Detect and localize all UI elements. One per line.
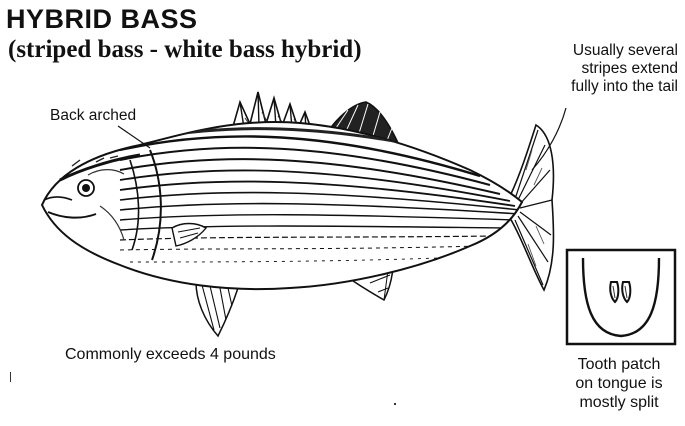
tail-stripes-line-1: Usually several — [506, 42, 678, 60]
fish-body — [42, 122, 522, 289]
scan-mark — [394, 403, 396, 405]
weight-note: Commonly exceeds 4 pounds — [65, 346, 276, 364]
tooth-patch-note: Tooth patch on tongue is mostly split — [554, 355, 684, 412]
tooth-patch-line-1: Tooth patch — [554, 355, 684, 374]
tooth-patch-line-3: mostly split — [554, 393, 684, 412]
pelvic-fin — [196, 282, 238, 336]
back-arched-label: Back arched — [50, 107, 136, 125]
tail-stripes-line-2: stripes extend — [506, 60, 678, 78]
tooth-patch-diagram — [565, 248, 680, 348]
tail-stripes-note: Usually several stripes extend fully int… — [506, 42, 678, 96]
tooth-patch-line-2: on tongue is — [554, 374, 684, 393]
tail-stripes-line-3: fully into the tail — [506, 78, 678, 96]
back-arched-leader — [118, 126, 150, 148]
scan-mark — [10, 372, 11, 382]
